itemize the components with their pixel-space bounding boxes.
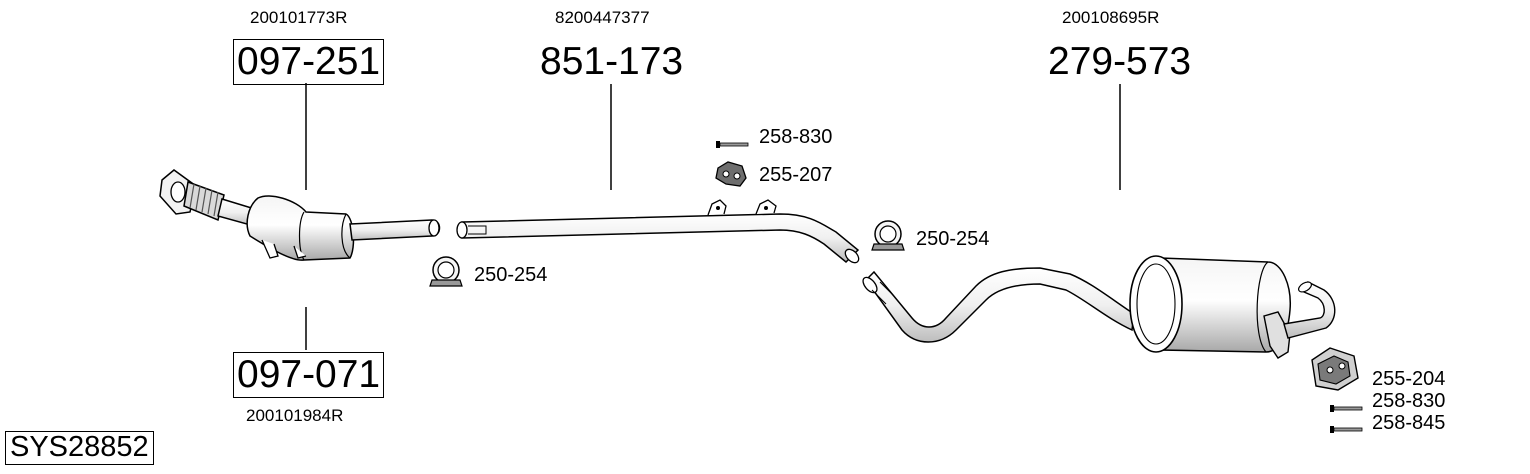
- part-number-851-173[interactable]: 851-173: [540, 40, 684, 83]
- oem-number-097-251: 200101773R: [250, 8, 348, 27]
- accessory-label-258-830-top[interactable]: 258-830: [759, 126, 833, 148]
- part-number-097-071[interactable]: 097-071: [233, 352, 385, 398]
- oem-number-851-173: 8200447377: [555, 8, 650, 27]
- accessory-label-250-254-left[interactable]: 250-254: [474, 264, 548, 286]
- accessory-label-258-845[interactable]: 258-845: [1372, 412, 1446, 434]
- bolt-icon[interactable]: [1330, 426, 1363, 433]
- clamp-icon[interactable]: [871, 220, 905, 251]
- part-number-279-573[interactable]: 279-573: [1048, 40, 1192, 83]
- clamp-icon[interactable]: [429, 256, 463, 287]
- rubber-mount-icon[interactable]: [715, 161, 747, 187]
- accessory-label-250-254-mid[interactable]: 250-254: [916, 228, 990, 250]
- accessory-label-255-207[interactable]: 255-207: [759, 164, 833, 186]
- rear-silencer-279-573[interactable]: [860, 255, 1336, 359]
- middle-pipe-851-173[interactable]: [456, 199, 861, 265]
- accessory-label-255-204[interactable]: 255-204: [1372, 368, 1446, 390]
- system-code: SYS28852: [5, 431, 154, 465]
- oem-number-279-573: 200108695R: [1062, 8, 1160, 27]
- part-number-097-251[interactable]: 097-251: [233, 39, 385, 85]
- oem-number-097-071: 200101984R: [246, 406, 344, 425]
- bolt-icon[interactable]: [716, 141, 749, 148]
- accessory-label-258-830-right[interactable]: 258-830: [1372, 390, 1446, 412]
- rubber-mount-icon[interactable]: [1311, 347, 1359, 391]
- bolt-icon[interactable]: [1330, 405, 1363, 412]
- catalytic-converter-assembly[interactable]: [159, 169, 441, 261]
